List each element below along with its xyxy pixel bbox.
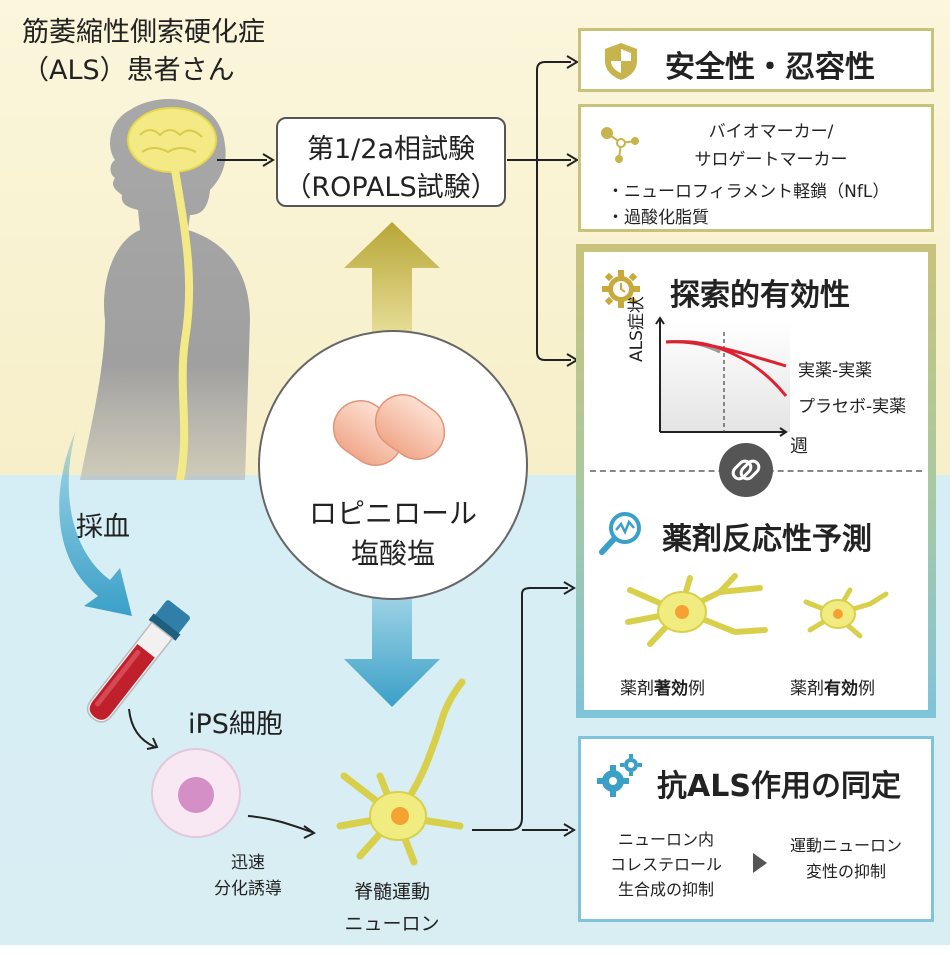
drug-name-line2: 塩酸塩	[350, 537, 435, 570]
biomarker-item-nfl: ・ニューロフィラメント軽鎖（NfL）	[607, 182, 890, 202]
footer-strip	[0, 945, 950, 956]
neuron-output-arrows	[472, 581, 576, 837]
differentiation-label: 迅速 分化誘導	[214, 853, 282, 899]
efficacy-chart	[655, 316, 790, 437]
trial-title: 第1/2a相試験	[307, 134, 475, 165]
safety-title: 安全性・忍容性	[665, 50, 875, 85]
chain-link-icon	[719, 443, 773, 497]
blood-tube-icon	[86, 600, 190, 723]
patient-title-line2: （ALS）患者さん	[22, 55, 235, 86]
arrow-to-neuron	[247, 815, 316, 839]
trial-subtitle: （ROPALS試験）	[284, 172, 498, 203]
brain-icon	[127, 107, 217, 173]
neuron-small-icon	[803, 587, 889, 639]
chart-xlabel: 週	[790, 436, 808, 457]
ips-cell-icon	[151, 748, 241, 838]
pill-icon	[332, 394, 446, 466]
gear-clock-icon	[602, 270, 640, 308]
prediction-title: 薬剤反応性予測	[662, 522, 872, 557]
molecule-icon	[601, 127, 639, 163]
biomarker-line1: バイオマーカー/	[708, 122, 834, 142]
legend-placebo: プラセボ-実薬	[798, 397, 907, 417]
mechanism-left-text: ニューロン内 コレステロール 生合成の抑制	[609, 830, 722, 899]
motor-neuron-label: 脊髄運動 ニューロン	[344, 881, 440, 935]
biomarker-box: バイオマーカー/ サロゲートマーカー ・ニューロフィラメント軽鎖（NfL） ・過…	[578, 104, 934, 232]
chart-ylabel: ALS症状	[627, 296, 647, 362]
gears-icon	[597, 754, 642, 797]
drug-circle: ロピニロール 塩酸塩	[258, 330, 528, 600]
triangle-arrow-icon	[753, 853, 767, 873]
biomarker-item-lipid: ・過酸化脂質	[607, 208, 709, 228]
safety-box: 安全性・忍容性	[578, 28, 934, 92]
arrow-to-ips	[128, 708, 159, 750]
example-responder: 薬剤有効例	[790, 679, 875, 699]
mechanism-title: 抗ALS作用の同定	[657, 769, 901, 804]
up-arrow	[344, 222, 440, 337]
spinal-cord	[171, 166, 194, 480]
legend-active: 実薬-実薬	[798, 361, 873, 381]
example-strong-responder: 薬剤著効例	[620, 679, 705, 699]
ips-label: iPS細胞	[188, 709, 283, 740]
down-arrow	[344, 585, 440, 707]
efficacy-title: 探索的有効性	[670, 278, 850, 313]
arrow-to-trial	[217, 153, 275, 167]
mechanism-right-text: 運動ニューロン 変性の抑制	[789, 836, 902, 881]
patient-title-line1: 筋萎縮性側索硬化症	[22, 17, 265, 48]
neuron-icon	[336, 678, 466, 866]
blood-label: 採血	[76, 512, 130, 543]
human-silhouette	[80, 99, 250, 480]
magnifier-chart-icon	[599, 512, 641, 555]
branch-arrows	[507, 55, 579, 367]
biomarker-line2: サロゲートマーカー	[694, 150, 848, 170]
neuron-large-icon	[625, 573, 768, 647]
active-active-line	[665, 340, 787, 368]
shield-icon	[605, 43, 637, 80]
blood-draw-arrow	[59, 430, 132, 616]
efficacy-prediction-box: 探索的有効性 ALS症状 週 実薬-実薬 プラセボ-実薬 薬剤反応性予測	[584, 252, 928, 710]
trial-box: 第1/2a相試験 （ROPALS試験）	[276, 117, 506, 207]
mechanism-box: 抗ALS作用の同定 ニューロン内 コレステロール 生合成の抑制 運動ニューロン …	[578, 736, 934, 922]
drug-name-line1: ロピニロール	[308, 497, 477, 530]
